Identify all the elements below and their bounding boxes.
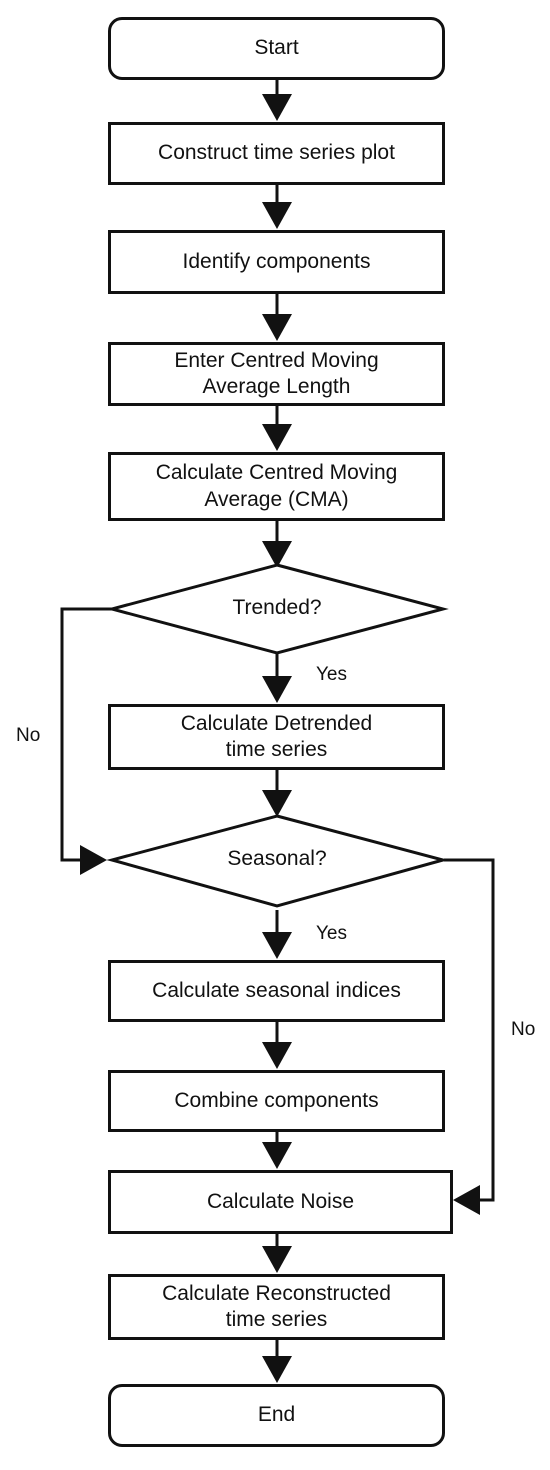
- arrow-trended-no: [60, 607, 112, 875]
- end-terminal: End: [108, 1384, 445, 1447]
- trended-yes-label: Yes: [316, 664, 347, 685]
- seasonal-no-label: No: [511, 1019, 536, 1040]
- step-label: Calculate seasonal indices: [152, 978, 401, 1002]
- decision-seasonal: Seasonal?: [180, 847, 374, 871]
- step-label: Calculate Centred Moving Average (CMA): [155, 461, 398, 511]
- arrow-seasonal-no: [444, 858, 495, 1215]
- seasonal-yes-label: Yes: [316, 923, 347, 944]
- end-label: End: [257, 1403, 296, 1427]
- step-label: Calculate Reconstructed time series: [162, 1281, 391, 1331]
- step-label: Enter Centred Moving Average Length: [174, 348, 379, 398]
- decision-label: Seasonal?: [227, 847, 327, 870]
- step-label: Calculate Noise: [206, 1189, 355, 1213]
- start-terminal: Start: [108, 17, 445, 80]
- step-enter-cma-length: Enter Centred Moving Average Length: [108, 342, 445, 406]
- step-calculate-seasonal-indices: Calculate seasonal indices: [108, 960, 445, 1022]
- step-combine-components: Combine components: [108, 1070, 445, 1132]
- step-calculate-detrended: Calculate Detrended time series: [108, 704, 445, 770]
- step-label: Construct time series plot: [158, 141, 395, 165]
- step-label: Combine components: [174, 1088, 379, 1112]
- step-calculate-cma: Calculate Centred Moving Average (CMA): [108, 452, 445, 521]
- step-calculate-noise: Calculate Noise: [108, 1170, 453, 1234]
- decision-seasonal-shape: [106, 814, 449, 908]
- trended-no-label: No: [16, 725, 41, 746]
- step-label: Identify components: [182, 249, 371, 273]
- decision-label: Trended?: [232, 596, 322, 619]
- step-construct-plot: Construct time series plot: [108, 122, 445, 185]
- start-label: Start: [254, 36, 299, 60]
- decision-trended-shape: [106, 563, 449, 655]
- step-label: Calculate Detrended time series: [180, 711, 373, 761]
- step-calculate-reconstructed: Calculate Reconstructed time series: [108, 1274, 445, 1340]
- decision-trended: Trended?: [180, 596, 374, 620]
- step-identify-components: Identify components: [108, 230, 445, 294]
